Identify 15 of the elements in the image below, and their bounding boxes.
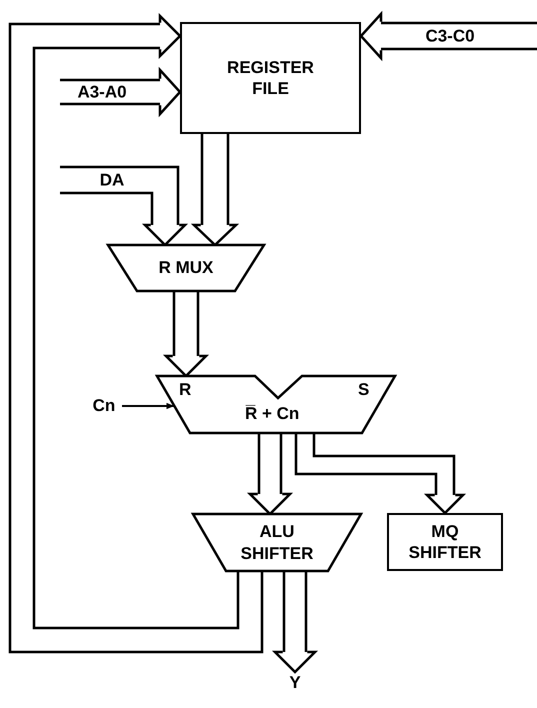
- block-label: ALU SHIFTER: [240, 521, 314, 564]
- bus-label: DA: [98, 172, 126, 188]
- signal-label: Cn: [92, 395, 116, 417]
- block-label: MQ SHIFTER: [408, 520, 482, 564]
- block-label: R̅ + Cn: [245, 403, 300, 424]
- bus-label: C3-C0: [423, 28, 477, 44]
- block-label: S: [358, 379, 370, 400]
- block-label: R MUX: [158, 257, 214, 279]
- output-label: Y: [289, 672, 301, 694]
- signal-arrow: [122, 402, 174, 410]
- shifter-box: [387, 513, 503, 571]
- block-label: R: [179, 379, 192, 400]
- block-label: REGISTER FILE: [226, 56, 315, 100]
- bus-label: A3-A0: [75, 84, 129, 100]
- register-file-box: [180, 22, 361, 134]
